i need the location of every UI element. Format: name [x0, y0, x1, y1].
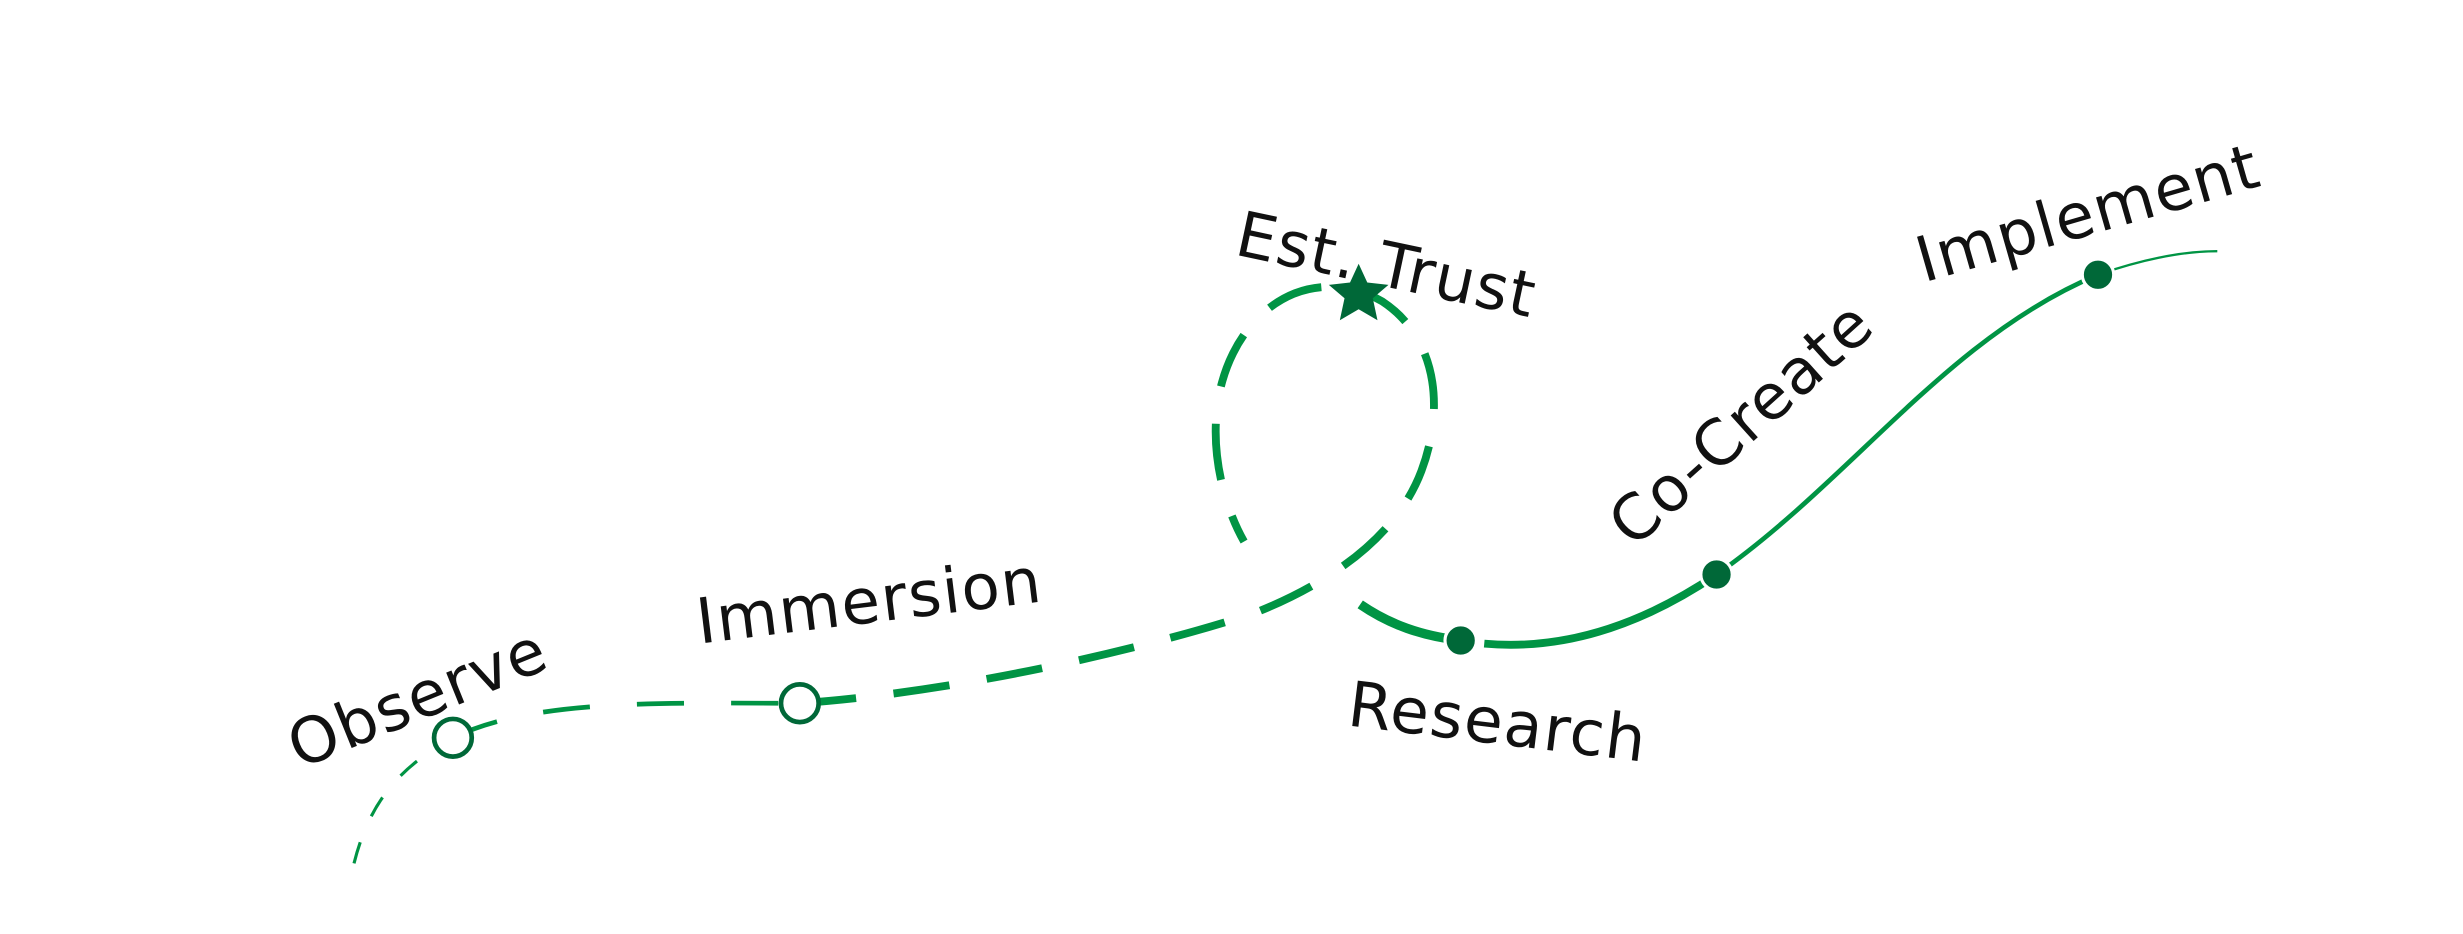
est-trust-star-icon: [1328, 263, 1389, 321]
cocreate-node-icon: [1699, 557, 1734, 592]
path-segment-observe-immersion: [451, 700, 800, 740]
path-segment-end: [2097, 249, 2218, 276]
path-segment-research-cocreate: [1483, 571, 1719, 649]
stage-label-immersion: Immersion: [692, 544, 1046, 659]
stage-label-observe: Observe: [277, 613, 558, 783]
observe-node-icon: [431, 716, 475, 759]
path-segment-cocreate-implement: [1715, 272, 2099, 577]
implement-node-icon: [2080, 257, 2116, 292]
immersion-node-icon: [778, 682, 822, 725]
stage-label-cocreate: Co-Create: [1595, 286, 1888, 560]
research-node-icon: [1443, 623, 1478, 658]
stage-label-est-trust: Est. Trust: [1230, 198, 1543, 333]
path-segment-immersion-loop: [799, 282, 1438, 708]
stage-label-research: Research: [1344, 668, 1651, 777]
